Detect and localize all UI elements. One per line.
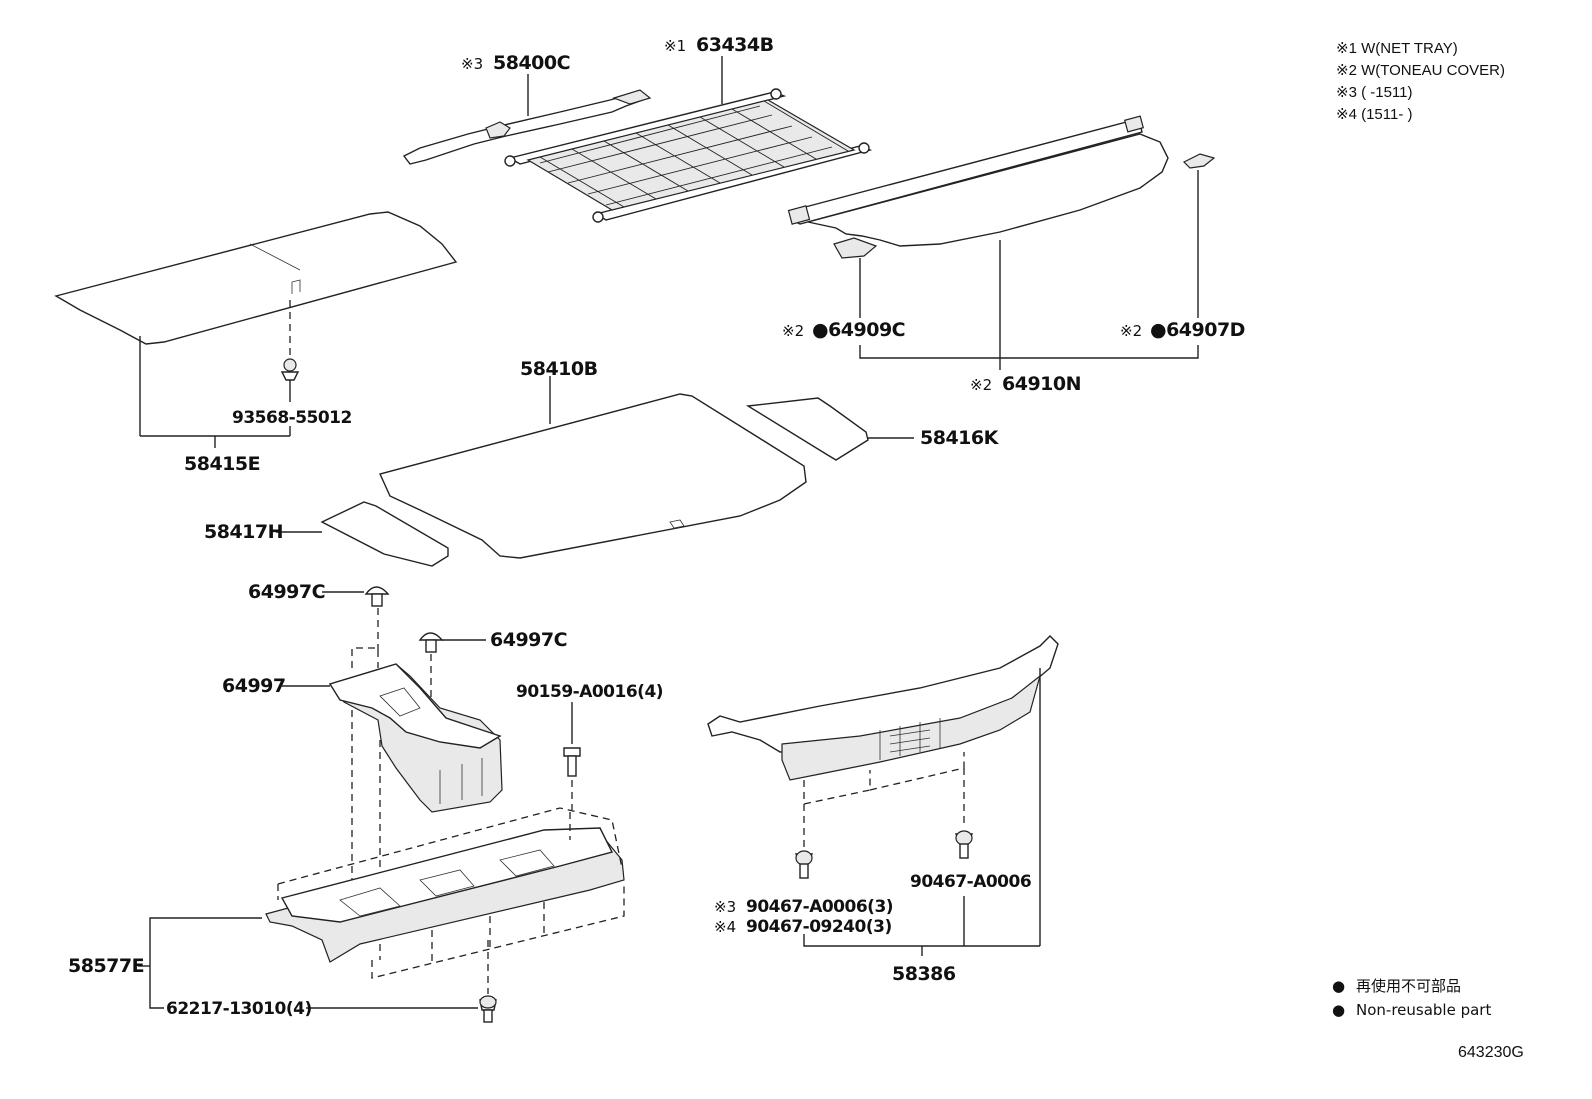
label-58400c[interactable]: ※3 58400C <box>461 52 571 74</box>
part-number-64907d[interactable]: ●64907D <box>1150 319 1245 341</box>
part-number-90467-a0006-3[interactable]: 90467-A0006(3) <box>746 897 894 917</box>
label-58417h[interactable]: 58417H <box>204 521 284 543</box>
tray-58577e[interactable] <box>138 807 625 1023</box>
note-1: ※1 W(NET TRAY) <box>1336 40 1458 57</box>
label-64909c[interactable]: ※2 ●64909C <box>782 319 906 341</box>
mark-64910n: ※2 <box>970 376 992 394</box>
legend-symbol-1: ● <box>1332 977 1345 995</box>
label-64997c-b[interactable]: 64997C <box>490 629 568 651</box>
legend-symbol-2: ● <box>1332 1001 1345 1019</box>
notes-block: ※1 W(NET TRAY) ※2 W(TONEAU COVER) ※3 ( -… <box>1336 40 1505 123</box>
part-number-58577e[interactable]: 58577E <box>68 955 145 977</box>
label-62217-13010[interactable]: 62217-13010(4) <box>166 999 312 1019</box>
legend-text-japanese: 再使用不可部品 <box>1356 977 1461 995</box>
side-board-58417h[interactable] <box>276 501 449 567</box>
label-90467-a0006-3[interactable]: ※3 90467-A0006(3) <box>714 897 894 917</box>
label-58415e[interactable]: 58415E <box>184 453 261 475</box>
label-58416k[interactable]: 58416K <box>920 427 1000 449</box>
part-number-58416k[interactable]: 58416K <box>920 427 1000 449</box>
part-number-90467-09240-4[interactable]: 90467-09240(3) <box>746 917 892 937</box>
part-number-63434b[interactable]: 63434B <box>696 34 774 56</box>
part-number-64910n[interactable]: 64910N <box>1002 373 1082 395</box>
label-90467-09240-4[interactable]: ※4 90467-09240(3) <box>714 917 892 937</box>
part-number-64997[interactable]: 64997 <box>222 675 286 697</box>
part-number-64997c-a[interactable]: 64997C <box>248 581 326 603</box>
note-4: ※4 (1511- ) <box>1336 106 1413 123</box>
label-58410b[interactable]: 58410B <box>520 358 598 380</box>
label-64997c-a[interactable]: 64997C <box>248 581 326 603</box>
label-58386[interactable]: 58386 <box>892 963 956 985</box>
mark-64907d: ※2 <box>1120 322 1142 340</box>
strap-58400c[interactable] <box>402 74 652 165</box>
bolt-90159-a0016[interactable] <box>563 702 581 810</box>
part-number-90159-a0016[interactable]: 90159-A0016(4) <box>516 682 664 702</box>
label-64997[interactable]: 64997 <box>222 675 286 697</box>
part-number-64997c-b[interactable]: 64997C <box>490 629 568 651</box>
scuff-plate-58386[interactable] <box>707 635 1059 956</box>
label-64907d[interactable]: ※2 ●64907D <box>1120 319 1245 341</box>
diagram-code: 643230G <box>1458 1044 1524 1061</box>
label-90159-a0016[interactable]: 90159-A0016(4) <box>516 682 664 702</box>
part-number-62217-13010[interactable]: 62217-13010(4) <box>166 999 312 1019</box>
tonneau-cover-64910n[interactable] <box>787 115 1216 370</box>
label-64910n[interactable]: ※2 64910N <box>970 373 1082 395</box>
clip-64997c-a[interactable] <box>322 586 390 650</box>
storage-box-64997[interactable] <box>282 647 503 960</box>
board-58415e[interactable] <box>54 211 458 448</box>
part-number-93568-55012[interactable]: 93568-55012 <box>232 408 352 428</box>
deck-board-58410b[interactable] <box>379 376 807 559</box>
mark-58400c: ※3 <box>461 55 483 73</box>
part-number-58410b[interactable]: 58410B <box>520 358 598 380</box>
part-number-58400c[interactable]: 58400C <box>493 52 571 74</box>
legend-text-english: Non-reusable part <box>1356 1001 1491 1019</box>
part-number-90467-a0006-r[interactable]: 90467-A0006 <box>910 872 1032 892</box>
side-board-58416k[interactable] <box>745 397 914 461</box>
part-number-58417h[interactable]: 58417H <box>204 521 284 543</box>
part-number-58415e[interactable]: 58415E <box>184 453 261 475</box>
mark-63434b: ※1 <box>664 37 686 55</box>
note-2: ※2 W(TONEAU COVER) <box>1336 62 1505 79</box>
label-63434b[interactable]: ※1 63434B <box>664 34 774 56</box>
mark-90467-09240-4: ※4 <box>714 918 736 936</box>
label-93568-55012[interactable]: 93568-55012 <box>232 408 352 428</box>
legend: ● 再使用不可部品 ● Non-reusable part <box>1332 977 1491 1019</box>
label-90467-a0006-r[interactable]: 90467-A0006 <box>910 872 1032 892</box>
mark-64909c: ※2 <box>782 322 804 340</box>
part-number-58386[interactable]: 58386 <box>892 963 956 985</box>
net-tray-63434b[interactable] <box>504 56 873 223</box>
label-58577e[interactable]: 58577E <box>68 955 145 977</box>
mark-90467-a0006-3: ※3 <box>714 898 736 916</box>
note-3: ※3 ( -1511) <box>1336 84 1413 101</box>
part-number-64909c[interactable]: ●64909C <box>812 319 906 341</box>
